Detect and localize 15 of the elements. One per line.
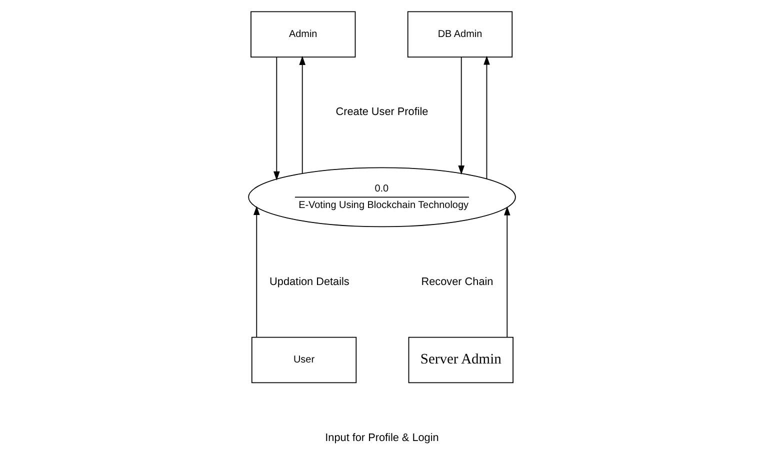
node-box: DB Admin bbox=[407, 11, 513, 58]
arrow bbox=[504, 206, 510, 338]
arrow bbox=[273, 56, 280, 180]
label: Input for Profile & Login bbox=[325, 432, 439, 444]
arrow bbox=[253, 206, 260, 338]
arrow bbox=[484, 56, 490, 180]
node-box: Server Admin bbox=[408, 336, 514, 384]
node-box: User bbox=[251, 336, 357, 384]
arrow bbox=[299, 56, 306, 174]
label: Recover Chain bbox=[421, 276, 494, 288]
node-box: Admin bbox=[250, 11, 356, 58]
label: Create User Profile bbox=[336, 106, 428, 118]
node-ellipse: 0.0 E-Voting Using Blockchain Technology bbox=[248, 167, 516, 228]
label: Updation Details bbox=[270, 276, 350, 288]
arrow bbox=[458, 56, 465, 175]
